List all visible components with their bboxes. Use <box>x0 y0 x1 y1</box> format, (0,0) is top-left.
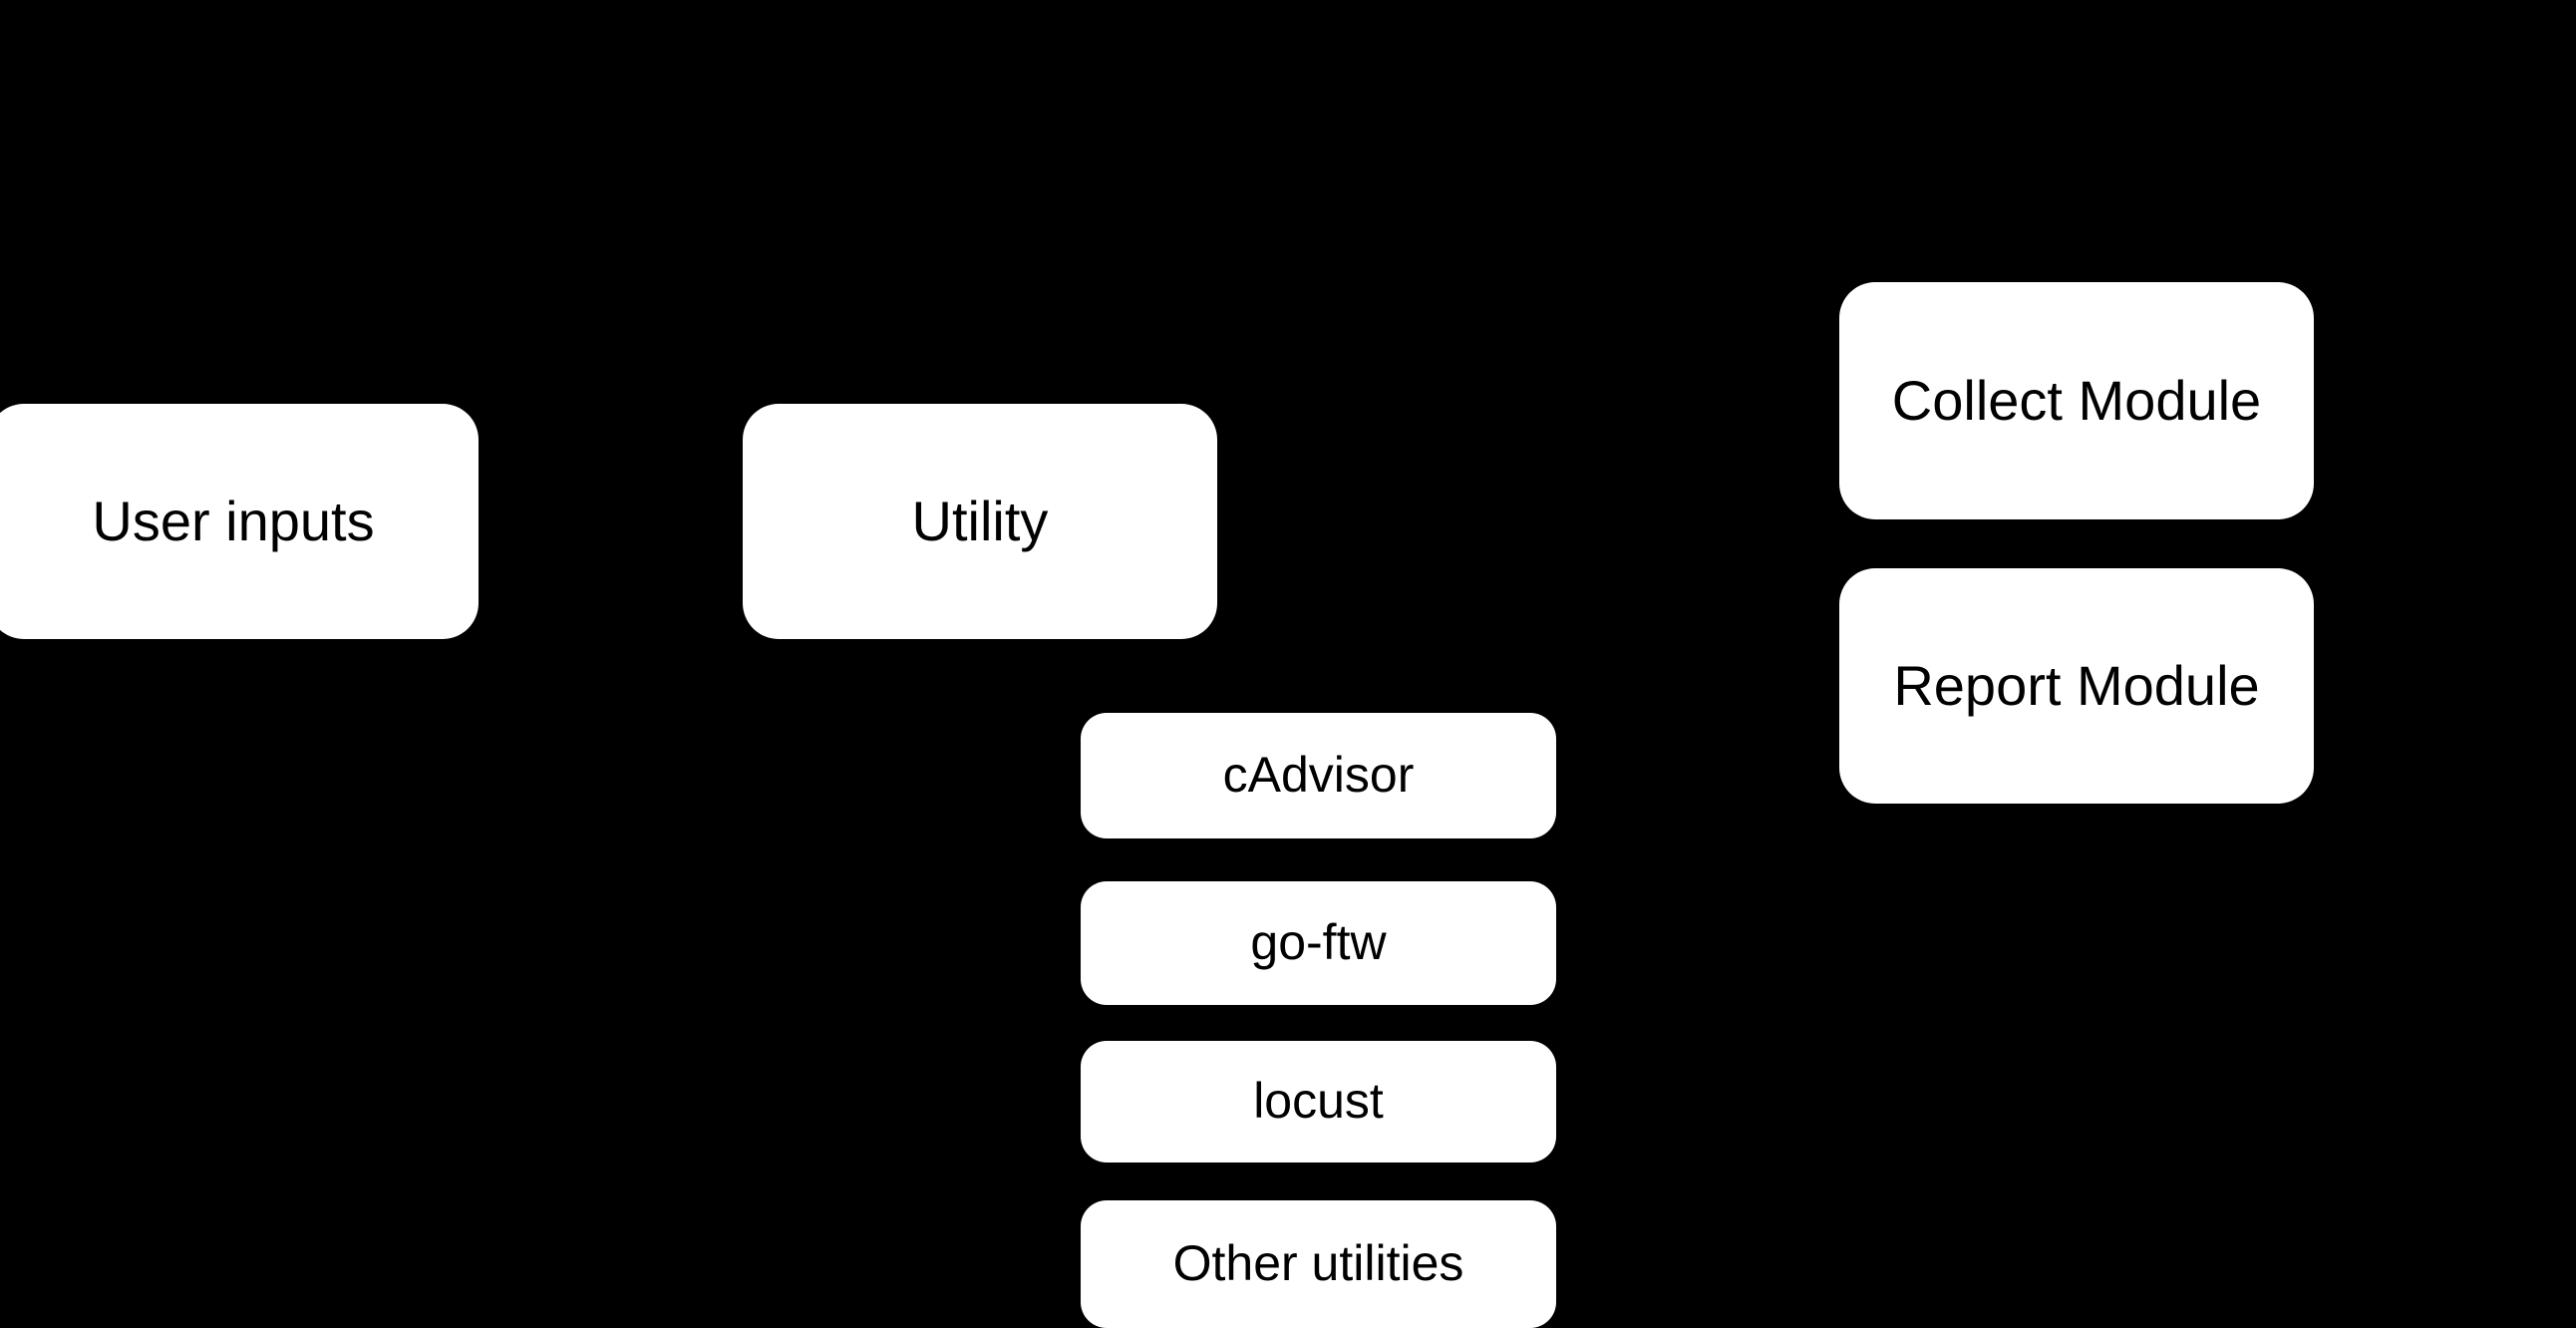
node-user-inputs[interactable]: User inputs <box>0 404 479 639</box>
node-label-collect-module: Collect Module <box>1891 368 2262 432</box>
node-label-cadvisor: cAdvisor <box>1222 747 1415 804</box>
node-locust[interactable]: locust <box>1081 1041 1556 1162</box>
node-report-module[interactable]: Report Module <box>1839 568 2314 804</box>
node-label-utility: Utility <box>911 489 1049 552</box>
node-label-locust: locust <box>1253 1073 1384 1130</box>
node-collect-module[interactable]: Collect Module <box>1839 282 2314 519</box>
node-label-other-utilities: Other utilities <box>1172 1235 1464 1292</box>
node-cadvisor[interactable]: cAdvisor <box>1081 713 1556 838</box>
node-label-user-inputs: User inputs <box>92 489 375 552</box>
node-label-report-module: Report Module <box>1893 653 2260 717</box>
node-utility[interactable]: Utility <box>743 404 1217 639</box>
node-label-go-ftw: go-ftw <box>1250 914 1387 971</box>
node-other-utilities[interactable]: Other utilities <box>1081 1200 1556 1328</box>
node-go-ftw[interactable]: go-ftw <box>1081 881 1556 1005</box>
